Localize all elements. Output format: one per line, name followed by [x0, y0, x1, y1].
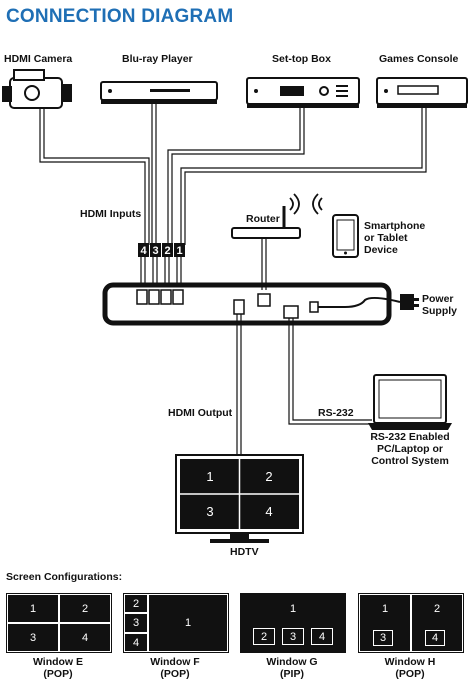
- window-e-mode: (POP): [43, 668, 73, 680]
- games-console-icon: [376, 77, 468, 108]
- window-g-preview: 1 2 3 4: [240, 593, 346, 653]
- window-h-pane-1: 1: [359, 594, 411, 652]
- hdmi-camera-icon: [2, 69, 72, 109]
- hdmi-input-cables: [39, 104, 427, 245]
- router-label: Router: [246, 213, 280, 225]
- window-h-mode: (POP): [395, 668, 425, 680]
- window-e-pane-4: 4: [59, 623, 111, 652]
- screen-configurations-title: Screen Configurations:: [6, 571, 123, 583]
- window-g-pane-1: 1: [289, 603, 297, 615]
- matrix-unit: [102, 282, 392, 326]
- hdmi-output-cable: [236, 314, 242, 455]
- laptop-icon: [368, 374, 452, 430]
- tv-quadrant-4: 4: [265, 504, 272, 519]
- input-number-4: 4: [140, 245, 147, 257]
- window-h-pane-3: 3: [373, 630, 393, 646]
- input-number-1: 1: [176, 245, 182, 257]
- window-e-pane-1: 1: [7, 594, 59, 623]
- hdmi-camera-label: HDMI Camera: [4, 53, 73, 65]
- window-g-pane-3: 3: [282, 628, 304, 645]
- window-e-name: Window E: [32, 656, 84, 668]
- games-console-label: Games Console: [379, 53, 459, 65]
- settop-box-icon: [246, 77, 360, 108]
- power-supply-label: Power Supply: [422, 293, 458, 317]
- window-f-preview: 2 3 4 1: [123, 593, 229, 653]
- window-f-pane-4: 4: [124, 633, 148, 652]
- page-title: CONNECTION DIAGRAM: [6, 6, 234, 27]
- rs232-label: RS-232: [318, 407, 354, 419]
- power-supply-icon: [400, 294, 419, 310]
- window-g-pane-4: 4: [311, 628, 333, 645]
- bluray-player-label: Blu-ray Player: [122, 53, 193, 65]
- window-e-pane-3: 3: [7, 623, 59, 652]
- tv-quadrant-3: 3: [206, 504, 213, 519]
- window-g-name: Window G: [266, 656, 318, 668]
- hdtv-icon: 1 2 3 4: [175, 454, 304, 543]
- pc-label: RS-232 Enabled PC/Laptop or Control Syst…: [370, 431, 450, 467]
- window-h-name: Window H: [384, 656, 436, 668]
- bluray-player-icon: [100, 81, 218, 104]
- window-h-label: Window H (POP): [360, 656, 460, 680]
- hdtv-label: HDTV: [230, 546, 259, 558]
- window-g-label: Window G (PIP): [242, 656, 342, 680]
- rs232-cable: [288, 318, 372, 425]
- hdmi-inputs-label: HDMI Inputs: [80, 208, 142, 220]
- window-f-pane-2: 2: [124, 594, 148, 613]
- window-e-preview: 1 2 3 4: [6, 593, 112, 653]
- smartphone-icon: [332, 214, 359, 258]
- input-number-boxes: 4 3 2 1: [138, 243, 185, 257]
- tv-quadrant-2: 2: [265, 469, 272, 484]
- window-e-pane-2: 2: [59, 594, 111, 623]
- window-f-pane-1: 1: [148, 594, 228, 652]
- window-g-pane-2: 2: [253, 628, 275, 645]
- window-f-label: Window F (POP): [125, 656, 225, 680]
- window-g-mode: (PIP): [280, 668, 304, 680]
- window-f-name: Window F: [150, 656, 200, 668]
- window-f-mode: (POP): [160, 668, 190, 680]
- window-f-pane-3: 3: [124, 613, 148, 633]
- input-number-2: 2: [164, 245, 170, 257]
- window-h-pane-2: 2: [411, 594, 463, 652]
- window-h-preview: 1 2 3 4: [358, 593, 464, 653]
- input-number-3: 3: [152, 245, 158, 257]
- window-h-pane-4: 4: [425, 630, 445, 646]
- tv-quadrant-1: 1: [206, 469, 213, 484]
- connection-diagram: 4 3 2 1: [2, 69, 468, 543]
- settop-box-label: Set-top Box: [272, 53, 331, 65]
- window-e-label: Window E (POP): [8, 656, 108, 680]
- smartphone-label: Smartphone or Tablet Device: [364, 220, 426, 256]
- hdmi-output-label: HDMI Output: [168, 407, 233, 419]
